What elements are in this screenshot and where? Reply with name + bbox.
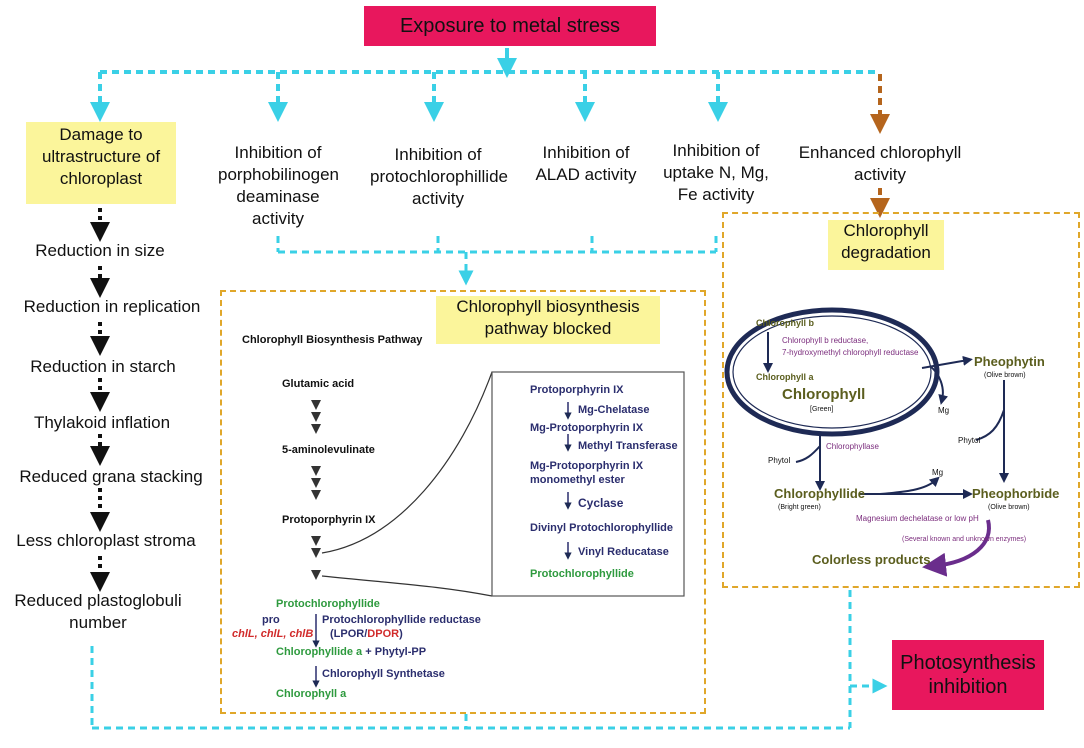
photosynthesis-inhibition: Photosynthesis inhibition [892, 640, 1044, 710]
lower-synthetase: Chlorophyll Synthetase [322, 668, 445, 680]
deg-pheophytin: Pheophytin [974, 354, 1045, 369]
deg-chlorophyllide: Chlorophyllide [774, 486, 865, 501]
lower-lpor-dpor: (LPOR/DPOR) [330, 628, 403, 640]
effect-item: Thylakoid inflation [33, 413, 171, 432]
lower-reductase: Protochlorophyllide reductase [322, 614, 481, 626]
inset-mg-chelatase: Mg-Chelatase [578, 404, 650, 416]
deg-reductase-2: 7-hydroxymethyl chlorophyll reductase [782, 348, 919, 357]
biosynthesis-blocked-label: Chlorophyll biosynthesis pathway blocked [436, 296, 660, 344]
inset-protoporphyrin: Protoporphyrin IX [530, 384, 624, 396]
alad-inhibition: Inhibition of ALAD activity [535, 143, 637, 184]
effect-item: Reduction in starch [30, 357, 176, 376]
deg-chl-a: Chlorophyll a [756, 372, 814, 382]
inset-cyclase: Cyclase [578, 496, 624, 510]
step-glutamic-acid: Glutamic acid [282, 378, 355, 390]
deg-chlorophyll: Chlorophyll [782, 386, 866, 403]
degradation-box [722, 212, 1080, 588]
lower-lpor: LPOR [333, 628, 365, 640]
deg-mg-1: Mg [938, 406, 950, 415]
deg-olive-2: (Olive brown) [988, 504, 1030, 511]
inset-protochlorophyllide: Protochlorophyllide [530, 568, 634, 580]
damage-ultrastructure-box: Damage to ultrastructure of chloroplast [26, 122, 176, 204]
biosynthesis-box [220, 290, 706, 714]
step-aminolevulinate: 5-aminolevulinate [282, 444, 375, 456]
deg-colorless: Colorless products [812, 552, 931, 567]
deg-phytol-2: Phytol [768, 456, 791, 465]
lower-protochlorophyllide: Protochlorophyllide [276, 598, 380, 610]
lower-chlorophyllide-a: Chlorophyllide a + Phytyl-PP [276, 646, 426, 658]
porphobilinogen-inhibition: Inhibition of porphobilinogen deaminase … [218, 143, 339, 228]
pathway-title: Chlorophyll Biosynthesis Pathway [242, 334, 423, 346]
inset-divinyl: Divinyl Protochlorophyllide [530, 522, 674, 534]
deg-green: [Green] [810, 406, 834, 413]
effect-item: Reduced grana stacking [19, 467, 203, 486]
phytyl-pp-text: + Phytyl-PP [365, 646, 427, 658]
exposure-title: Exposure to metal stress [364, 6, 656, 46]
deg-chlorophyllase: Chlorophyllase [826, 442, 879, 451]
deg-olive-1: (Olive brown) [984, 372, 1026, 379]
deg-phytol-1: Phytol [958, 436, 981, 445]
protochlorophillide-inhibition: Inhibition of protochlorophillide activi… [370, 145, 508, 208]
deg-pheophorbide: Pheophorbide [972, 486, 1060, 501]
inset-vinyl-reductase: Vinyl Reducatase [578, 546, 669, 558]
enhanced-chlorophyll: Enhanced chlorophyll activity [798, 143, 962, 184]
effect-item: Reduction in replication [23, 297, 201, 316]
step-protoporphyrin: Protoporphyrin IX [282, 514, 376, 526]
deg-chl-b: Chlorophyll b [756, 318, 814, 328]
deg-enzymes: (Several known and unknown enzymes) [902, 536, 1027, 543]
lower-slash: / [364, 628, 368, 640]
lower-pro: pro [262, 614, 280, 626]
inset-mg-protoporphyrin: Mg-Protoporphyrin IX [530, 422, 644, 434]
uptake-inhibition: Inhibition of uptake N, Mg, Fe activity [663, 141, 769, 204]
effect-item: Reduction in size [35, 241, 165, 260]
deg-mg-2: Mg [932, 468, 944, 477]
effect-item: Reduced plastoglobuli number [14, 591, 182, 632]
chlorophyllide-a-text: Chlorophyllide a [276, 646, 363, 658]
inset-monomethyl-ester: monomethyl ester [530, 474, 625, 486]
lower-dpor: DPOR [367, 628, 400, 640]
inset-methyl-transferase: Methyl Transferase [578, 440, 678, 452]
inset-mg-protoporphyrin-ester: Mg-Protoporphyrin IX [530, 460, 644, 472]
effect-item: Less chloroplast stroma [16, 531, 196, 550]
deg-reductase-1: Chlorophyll b reductase, [782, 336, 869, 345]
lower-genes: chlL, chlL, chlB [232, 628, 314, 640]
deg-bright-green: (Bright green) [778, 504, 821, 511]
lower-chlorophyll-a: Chlorophyll a [276, 688, 347, 700]
degradation-label: Chlorophyll degradation [828, 220, 944, 270]
deg-dechelatase: Magnesium dechelatase or low pH [856, 514, 979, 523]
